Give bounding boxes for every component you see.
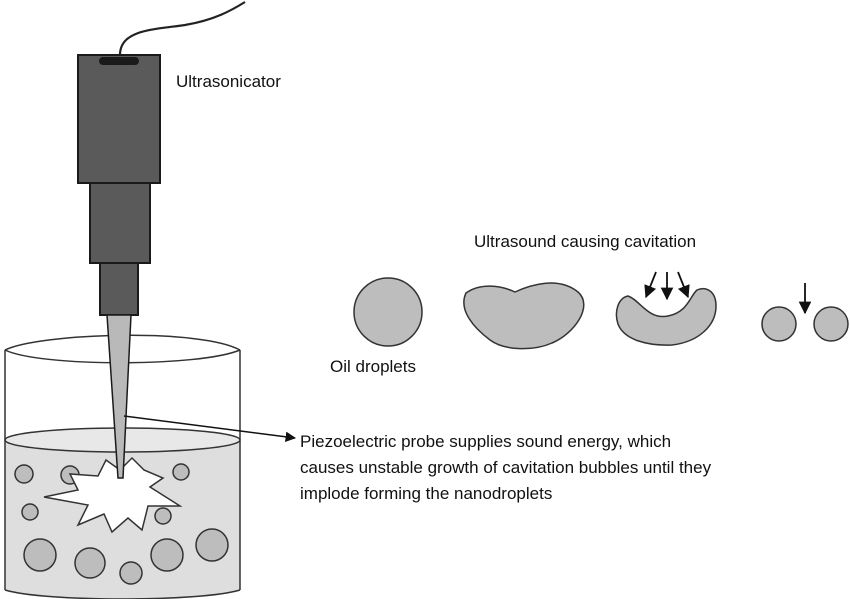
droplet	[21, 503, 39, 521]
droplet	[172, 463, 190, 481]
droplet	[74, 547, 106, 579]
droplet	[119, 561, 143, 585]
oil-droplet-stage	[353, 277, 423, 347]
ultrasonicator-label: Ultrasonicator	[176, 72, 281, 91]
crescent-droplet-stage	[615, 287, 717, 346]
caption-pointer	[123, 415, 297, 443]
arrow-icon	[644, 271, 657, 299]
beaker-bottom	[4, 589, 241, 599]
cavitation-label: Ultrasound causing cavitation	[474, 232, 697, 251]
ultrasonicator-head	[77, 54, 161, 184]
implosion-arrows	[644, 271, 812, 315]
droplet	[150, 538, 184, 572]
ultrasonicator-mid-section	[89, 182, 151, 264]
caption-line: Piezoelectric probe supplies sound energ…	[300, 432, 672, 451]
ultrasonicator-lower-section	[99, 262, 139, 316]
caption-line: implode forming the nanodroplets	[300, 484, 553, 503]
cavitation-burst	[43, 456, 183, 534]
droplet	[154, 507, 172, 525]
arrow-icon	[677, 271, 690, 299]
droplet	[14, 464, 34, 484]
oil-droplets-label: Oil droplets	[330, 357, 416, 376]
droplet	[195, 528, 229, 562]
split-droplet-left	[761, 306, 797, 342]
deformed-droplet-stage	[463, 282, 585, 350]
droplet	[23, 538, 57, 572]
probe-tip	[106, 314, 132, 479]
cavitation-sequence	[353, 277, 849, 350]
caption-line: causes unstable growth of cavitation bub…	[300, 458, 712, 477]
cable-slot	[99, 57, 139, 65]
power-cable	[118, 1, 246, 59]
ultrasonicator	[77, 54, 161, 479]
probe-caption: Piezoelectric probe supplies sound energ…	[300, 429, 711, 507]
split-droplet-right	[813, 306, 849, 342]
